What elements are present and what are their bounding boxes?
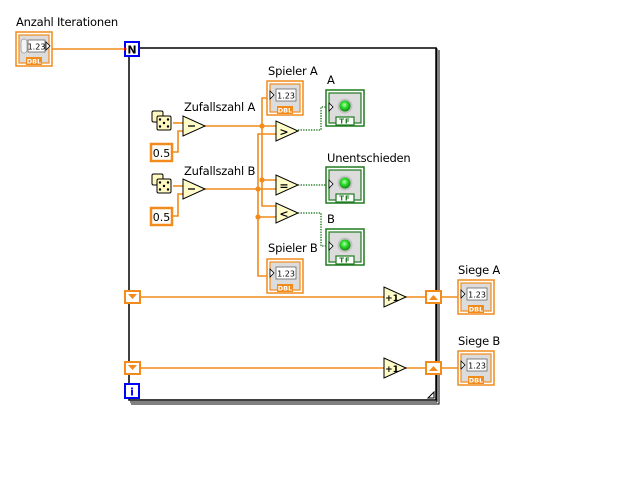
- led-icon: [339, 239, 351, 251]
- random-a-label: Zufallszahl A: [184, 100, 256, 114]
- wire-const-b: [172, 193, 183, 217]
- type-text: TF: [339, 195, 351, 203]
- value-text: 1.23: [277, 92, 295, 101]
- led-icon: [339, 100, 351, 112]
- for-loop[interactable]: [128, 47, 440, 405]
- input-arrow-icon: [269, 268, 275, 278]
- wins-a-label: Siege A: [458, 263, 501, 277]
- random-b-label: Zufallszahl B: [184, 164, 256, 178]
- increment-node-b[interactable]: [383, 357, 408, 379]
- equal-symbol: =: [279, 180, 288, 193]
- player-b-label: Spieler B: [268, 241, 318, 255]
- input-arrow-icon: [269, 90, 275, 100]
- wins-b-label: Siege B: [458, 334, 501, 348]
- wire-b-to-gt: [257, 133, 276, 189]
- led-icon: [339, 177, 351, 189]
- subtract-node-b[interactable]: [182, 178, 207, 200]
- spinner-icon: [20, 38, 28, 54]
- wire-a-to-lt: [261, 180, 276, 207]
- shift-register-left-b[interactable]: [124, 361, 141, 375]
- type-text: DBL: [469, 306, 484, 314]
- dice-icon-a[interactable]: [151, 110, 172, 131]
- greater-symbol: >: [279, 126, 288, 139]
- loop-count-terminal[interactable]: [124, 41, 140, 57]
- type-text: DBL: [278, 285, 293, 293]
- wire-a-to-spielerA: [261, 97, 267, 126]
- constant-b-value: 0.5: [153, 211, 171, 224]
- wire-junctions: [255, 123, 265, 220]
- input-arrow-icon: [460, 360, 466, 370]
- numeric-wires: [52, 48, 458, 369]
- led-b-label: B: [327, 212, 335, 226]
- value-text: 1.23: [28, 43, 46, 52]
- loop-iteration-label: i: [130, 386, 134, 399]
- led-a-label: A: [327, 73, 335, 87]
- value-text: 1.23: [468, 291, 486, 300]
- boolean-wires: [298, 106, 326, 247]
- equal-node[interactable]: [275, 174, 300, 196]
- type-text: DBL: [27, 58, 42, 66]
- less-symbol: <: [279, 208, 288, 221]
- dice-icon-b[interactable]: [151, 173, 172, 194]
- wire-b-to-lt: [257, 189, 276, 218]
- input-arrow-icon: [460, 289, 466, 299]
- constant-b[interactable]: [149, 206, 174, 227]
- increment-b-symbol: +1: [385, 365, 399, 375]
- less-node[interactable]: [275, 202, 300, 224]
- type-text: DBL: [278, 107, 293, 115]
- input-arrow-icon: [328, 241, 334, 251]
- shift-register-right-b[interactable]: [425, 361, 442, 375]
- subtract-node-a[interactable]: [182, 115, 207, 137]
- increment-node-a[interactable]: [383, 286, 408, 308]
- led-draw-indicator[interactable]: TF: [325, 166, 365, 204]
- input-arrow-icon: [328, 102, 334, 112]
- iterations-label: Anzahl Iterationen: [16, 15, 118, 29]
- wire-b-to-spielerB: [257, 217, 267, 277]
- loop-count-label: N: [127, 44, 136, 57]
- wire-const-a: [172, 130, 183, 153]
- shift-register-right-a[interactable]: [425, 290, 442, 304]
- shift-register-left-a[interactable]: [124, 290, 141, 304]
- loop-iteration-terminal[interactable]: [124, 383, 140, 399]
- player-a-label: Spieler A: [268, 64, 318, 78]
- output-arrow-icon: [45, 41, 51, 51]
- led-draw-label: Unentschieden: [327, 151, 411, 165]
- value-text: 1.23: [277, 270, 295, 279]
- constant-a[interactable]: [149, 142, 174, 163]
- type-text: TF: [339, 257, 351, 265]
- type-text: DBL: [469, 377, 484, 385]
- input-arrow-icon: [328, 179, 334, 189]
- increment-a-symbol: +1: [385, 294, 399, 304]
- led-a-indicator[interactable]: TF: [325, 89, 365, 127]
- type-text: TF: [339, 118, 351, 126]
- greater-node[interactable]: [275, 120, 300, 142]
- value-text: 1.23: [468, 362, 486, 371]
- constant-a-value: 0.5: [153, 147, 171, 160]
- led-b-indicator[interactable]: TF: [325, 228, 365, 266]
